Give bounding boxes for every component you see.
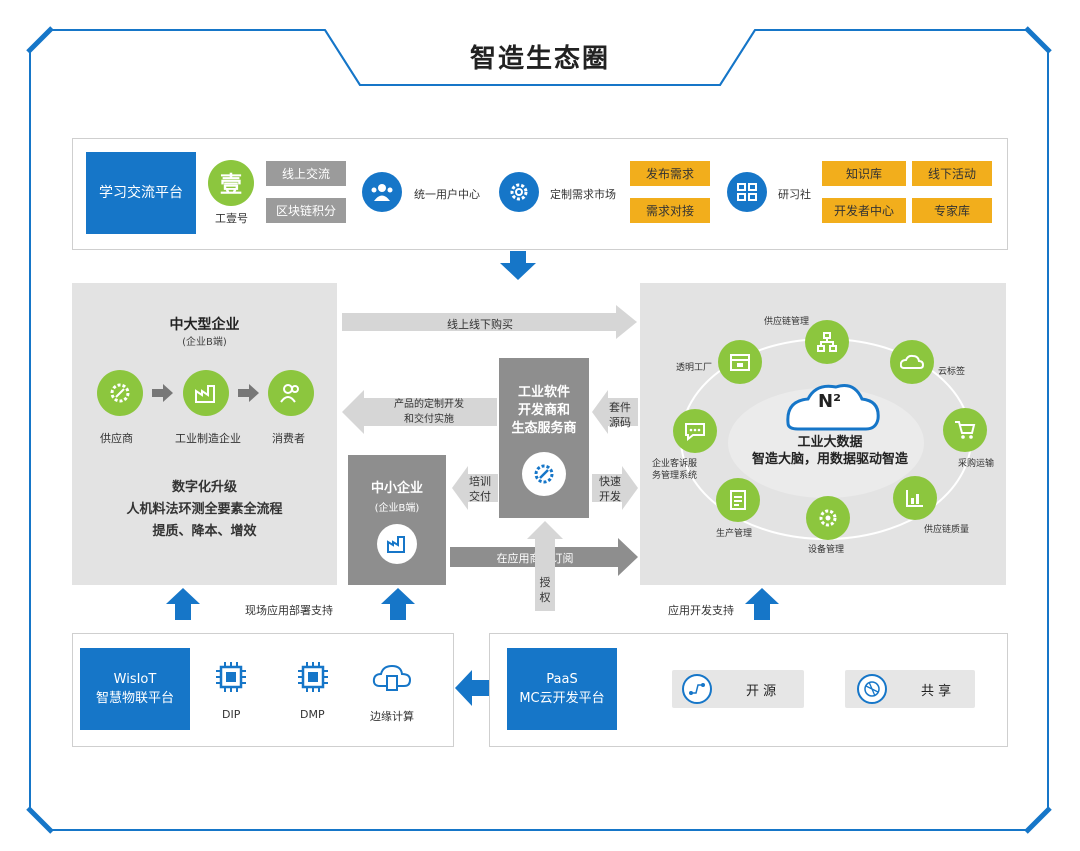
node-cloud-tag: 云标签: [938, 367, 966, 377]
node-supply-quality: 供应链质量: [924, 525, 970, 535]
share-label: 共 享: [921, 683, 952, 699]
cart-icon: [943, 408, 987, 452]
transparent-factory-icon: [718, 340, 762, 384]
tag-developer-center[interactable]: 开发者中心: [822, 198, 906, 223]
node-supply-chain: 供应链管理: [764, 317, 810, 327]
user-center-label: 统一用户中心: [414, 188, 480, 201]
supply-chain-icon: [805, 320, 849, 364]
learning-platform-box[interactable]: 学习交流平台: [86, 152, 196, 234]
arrow-up-right: [745, 588, 779, 620]
sme-subtitle: (企业B端): [374, 503, 420, 514]
share-pill[interactable]: 共 享: [845, 670, 975, 708]
open-source-pill[interactable]: 开 源: [672, 670, 804, 708]
dip-label: DIP: [222, 708, 241, 721]
tag-offline-events[interactable]: 线下活动: [912, 161, 992, 186]
network-icon: [727, 172, 767, 212]
tag-knowledge-base[interactable]: 知识库: [822, 161, 906, 186]
open-source-icon: [682, 674, 712, 704]
tag-expert-base[interactable]: 专家库: [912, 198, 992, 223]
large-enterprise-title: 中大型企业: [169, 317, 240, 333]
arrow-up-left: [166, 588, 200, 620]
arrow-up-center: [381, 588, 415, 620]
large-enterprise-panel: [72, 283, 337, 585]
bigdata-title: 工业大数据: [797, 435, 863, 450]
sme-title: 中小企业: [370, 481, 423, 496]
training-label: 培训 交付: [469, 475, 491, 503]
node-equipment: 设备管理: [808, 545, 845, 555]
custom-dev-label: 产品的定制开发 和交付实施: [394, 399, 464, 425]
arrow-training: [452, 466, 498, 510]
n2-logo: N²: [818, 391, 841, 412]
upgrade-line-2: 人机料法环测全要素全流程: [126, 502, 283, 517]
arrow-suite-source: [592, 390, 638, 434]
app-dev-support-label: 应用开发支持: [668, 604, 734, 617]
tag-online-exchange[interactable]: 线上交流: [266, 161, 346, 186]
factory-icon: [183, 370, 229, 416]
software-vendor-label: 工业软件 开发商和 生态服务商: [511, 385, 577, 436]
bigdata-slogan: 智造大脑，用数据驱动智造: [751, 452, 908, 467]
tag-publish-demand[interactable]: 发布需求: [630, 161, 710, 186]
gear-icon: [499, 172, 539, 212]
paas-box[interactable]: PaaS MC云开发平台: [507, 648, 617, 730]
wrench-gear-icon: [522, 452, 566, 496]
research-label: 研习社: [778, 188, 811, 201]
fast-dev-label: 快速 开发: [599, 475, 621, 503]
equipment-gear-icon: [806, 496, 850, 540]
consumers-icon: [268, 370, 314, 416]
arrow-fast-dev: [592, 466, 638, 510]
large-enterprise-subtitle: (企业B端): [182, 337, 227, 348]
software-vendor-box[interactable]: 工业软件 开发商和 生态服务商: [499, 358, 589, 518]
node-procurement: 采购运输: [958, 459, 995, 469]
gongyi-label: 工壹号: [215, 212, 248, 225]
arrow-right-chain-2: [238, 384, 259, 402]
tag-blockchain-points[interactable]: 区块链积分: [266, 198, 346, 223]
arrow-custom-dev: [342, 390, 497, 434]
arrow-authorize: [527, 521, 563, 611]
wisiot-box[interactable]: WisIoT 智慧物联平台: [80, 648, 190, 730]
node-customer-service: 企业客诉服 务管理系统: [652, 459, 698, 481]
gongyi-logo-text: 壹: [219, 173, 242, 198]
node-production: 生产管理: [716, 529, 753, 539]
users-icon: [362, 172, 402, 212]
sme-box[interactable]: 中小企业 (企业B端): [348, 455, 446, 585]
authorize-label: 授 权: [539, 576, 551, 604]
chain-consumer: 消费者: [272, 432, 305, 445]
field-support-label: 现场应用部署支持: [245, 604, 333, 617]
arrow-down-top: [500, 251, 536, 280]
edge-computing-label: 边缘计算: [370, 710, 414, 723]
arrow-online-offline: [342, 305, 637, 339]
arrow-right-chain-1: [152, 384, 173, 402]
upgrade-line-3: 提质、降本、增效: [152, 524, 257, 539]
arrow-left-paas: [455, 670, 489, 706]
chat-icon: [673, 409, 717, 453]
sme-factory-icon: [377, 524, 417, 564]
chip-icon-dmp: [298, 662, 328, 692]
dmp-label: DMP: [300, 708, 325, 721]
custom-market-label: 定制需求市场: [550, 188, 616, 201]
suite-source-label: 套件 源码: [609, 401, 631, 429]
chain-supplier: 供应商: [100, 432, 133, 445]
chip-icon-dip: [216, 662, 246, 692]
cloud-tag-icon: [890, 340, 934, 384]
upgrade-line-1: 数字化升级: [171, 480, 237, 495]
open-source-label: 开 源: [746, 683, 777, 699]
quality-chart-icon: [893, 476, 937, 520]
edge-cloud-icon: [372, 664, 412, 691]
share-globe-icon: [857, 674, 887, 704]
online-offline-label: 线上线下购买: [447, 318, 513, 331]
gongyi-logo-icon: 壹: [208, 160, 254, 206]
production-icon: [716, 478, 760, 522]
chain-manufacturer: 工业制造企业: [175, 432, 241, 445]
node-transparent-factory: 透明工厂: [676, 363, 713, 373]
tag-demand-matching[interactable]: 需求对接: [630, 198, 710, 223]
supplier-icon: [97, 370, 143, 416]
page-title: 智造生态圈: [469, 44, 610, 74]
